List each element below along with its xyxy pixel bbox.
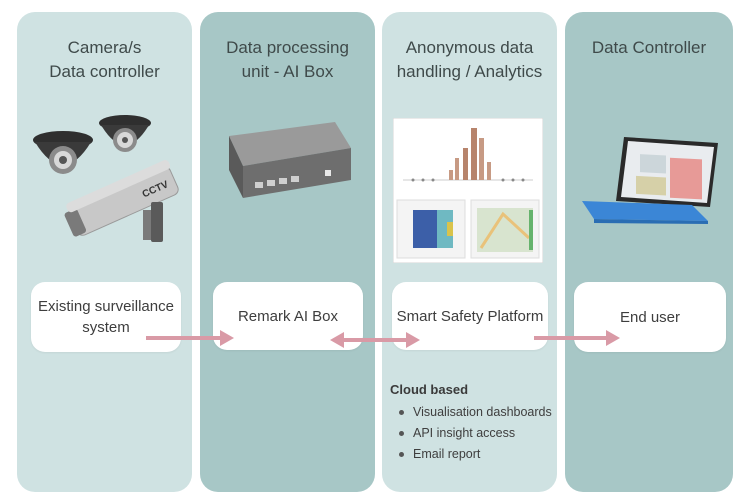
card-existing-surveillance: Existing surveillance system	[31, 282, 181, 352]
tablet-end-user-icon	[582, 137, 718, 224]
arrow-platform-to-end-user	[534, 330, 620, 346]
analytics-dashboard-icon	[393, 118, 543, 263]
cloud-based-heading: Cloud based	[390, 382, 469, 397]
cloud-feature-item: API insight access	[397, 423, 552, 444]
arrow-camera-to-ai-box	[146, 330, 234, 346]
card-smart-safety-platform: Smart Safety Platform	[392, 282, 548, 350]
column-camera: Camera/s Data controller	[17, 12, 192, 492]
column-title-camera: Camera/s Data controller	[49, 38, 160, 81]
column-title-analytics: Anonymous data handling / Analytics	[396, 38, 543, 81]
card-remark-ai-box: Remark AI Box	[213, 282, 363, 350]
arrow-ai-box-platform-bidirectional	[330, 332, 420, 348]
cloud-feature-item: Email report	[397, 444, 552, 465]
cloud-feature-item: Visualisation dashboards	[397, 402, 552, 423]
card-end-user: End user	[574, 282, 726, 352]
ai-box-device-icon	[229, 122, 351, 198]
column-ai-box: Data processing unit - AI Box	[200, 12, 375, 492]
column-title-ai-box: Data processing unit - AI Box	[226, 38, 349, 81]
cctv-cameras-icon: CCTV	[33, 115, 179, 242]
column-data-controller: Data Controller	[565, 12, 733, 492]
cloud-features-list: Visualisation dashboards API insight acc…	[397, 402, 552, 465]
column-title-data-controller: Data Controller	[591, 38, 707, 57]
